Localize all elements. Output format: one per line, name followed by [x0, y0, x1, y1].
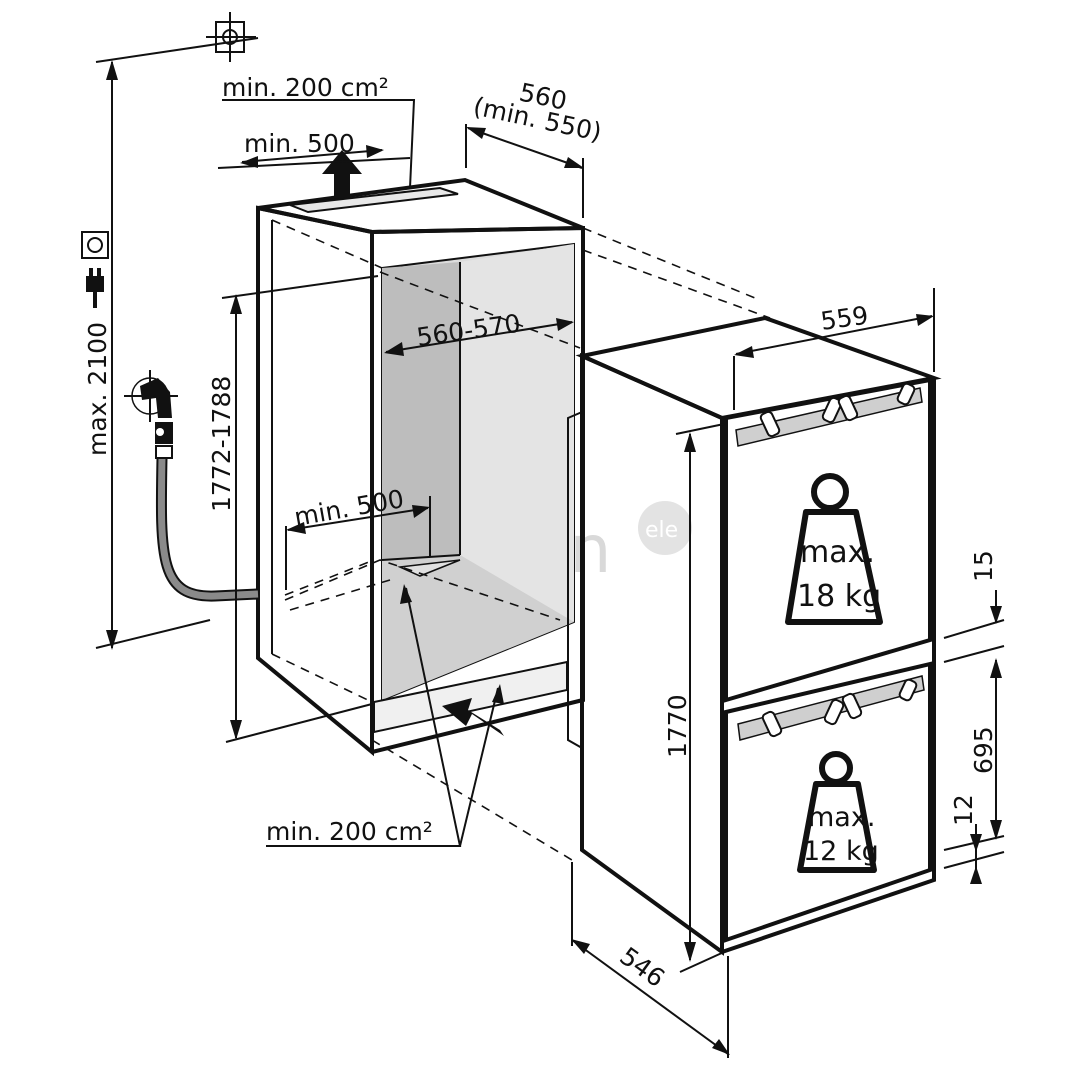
gap-lower-label: 12 [949, 794, 978, 826]
power-plug-icon [86, 268, 104, 308]
target-cross-icon [206, 12, 256, 62]
water-hose [155, 457, 259, 602]
top-vent-arrow-icon [322, 150, 362, 196]
dim-niche-depth: 560 (min. 550) [465, 78, 604, 218]
appliance-depth-label: 546 [614, 941, 670, 993]
max-height-label: max. 2100 [83, 322, 112, 456]
door-height-lower-label: 695 [969, 726, 998, 774]
lower-weight-line2: 12 kg [803, 836, 879, 867]
upper-weight-line1: max. [800, 535, 875, 570]
dim-appliance-height: 1770 [663, 423, 725, 973]
top-vent-area-label: min. 200 cm² [222, 73, 389, 102]
dim-appliance-width: 559 [733, 288, 935, 410]
appliance-width-label: 559 [819, 301, 870, 336]
watermark-logo-text: ele [645, 518, 678, 543]
power-socket-icon [81, 231, 109, 259]
dim-niche-height: 1772-1788 [207, 275, 379, 743]
top-vent-depth-label: min. 500 [244, 129, 355, 158]
bottom-vent-area-label: min. 200 cm² [266, 817, 433, 846]
niche-cabinet [256, 177, 771, 861]
bottom-vent-arrow-icon [442, 698, 504, 736]
weight-icon: max. 18 kg [785, 473, 883, 625]
water-tap-icon [124, 370, 178, 459]
upper-weight-line2: 18 kg [797, 579, 881, 614]
dim-door-gaps: 15 695 12 [943, 550, 1005, 884]
watermark-logo: ele [638, 501, 692, 555]
appliance-height-label: 1770 [663, 694, 692, 758]
dim-top-vent-area: min. 200 cm² [222, 73, 416, 189]
dim-max-height: max. 2100 [83, 37, 259, 650]
gap-upper-label: 15 [969, 550, 998, 582]
niche-height-label: 1772-1788 [207, 376, 236, 512]
lower-weight-line1: max. [808, 802, 875, 833]
dim-bottom-vent-area: min. 200 cm² [266, 584, 504, 847]
dim-top-vent-depth: min. 500 [217, 129, 411, 169]
weight-icon: max. 12 kg [797, 751, 879, 873]
appliance-fridge [567, 315, 942, 956]
